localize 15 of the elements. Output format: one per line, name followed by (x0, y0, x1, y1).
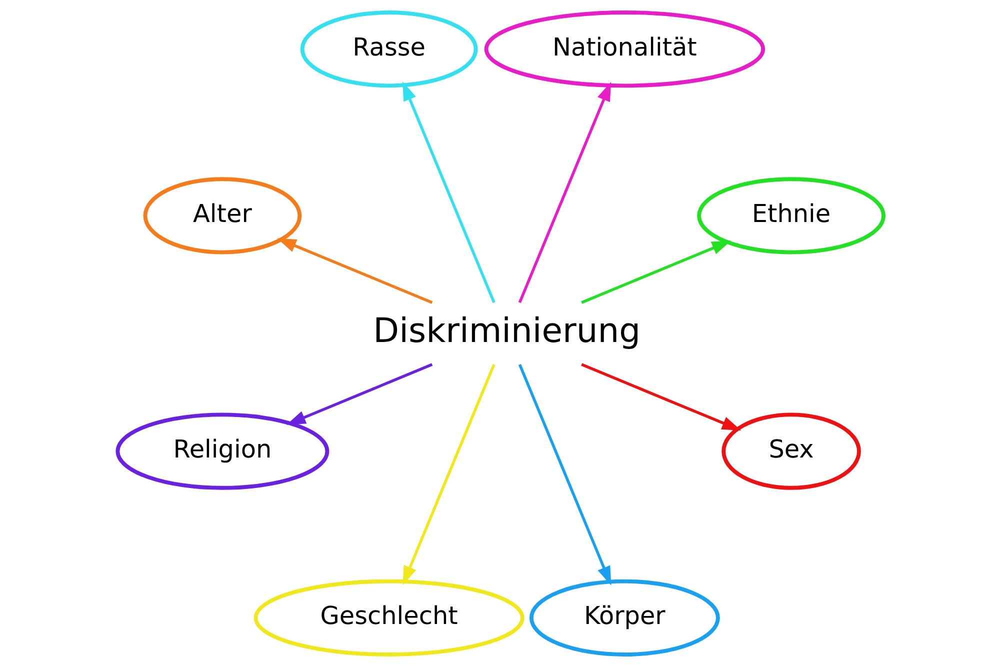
node-ellipse: Rasse (300, 10, 478, 88)
arrow (286, 363, 432, 425)
arrow (402, 81, 495, 304)
node-ellipse: Körper (528, 579, 720, 656)
arrow (402, 364, 495, 586)
node-ellipse: Geschlecht (253, 579, 524, 656)
node-ellipse: Religion (115, 412, 329, 490)
arrow (518, 82, 611, 304)
node-text: Diskriminierung (372, 310, 640, 350)
node-ellipse: Alter (142, 177, 302, 254)
arrow (518, 364, 611, 586)
arrow (580, 363, 741, 431)
node-ellipse: Nationalität (484, 10, 765, 88)
arrow (276, 238, 432, 304)
arrow (580, 240, 731, 304)
